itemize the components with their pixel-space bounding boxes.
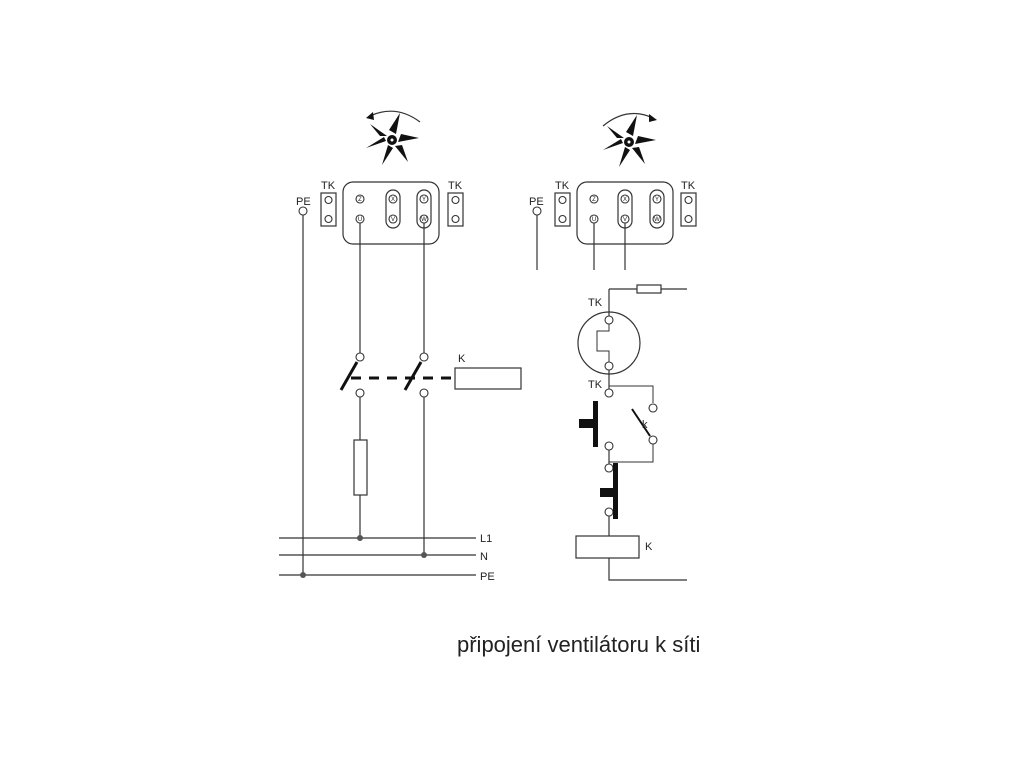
right-contactor-coil [575,535,640,559]
left-fan-icon [366,110,421,165]
right-contactor-label: K [645,541,653,553]
supply-rails: L1 N PE [279,533,495,583]
svg-text:Y: Y [655,197,659,203]
left-pe-label: PE [296,196,311,208]
right-tk-bottom-label: TK [588,379,603,391]
right-motor-thermal-circle [577,311,641,375]
right-start-button-group: k [579,385,658,463]
right-tk-block-b: TK [680,180,697,227]
left-fuse [353,439,368,496]
right-tk-block-a: TK [554,180,571,227]
rail-pe-label: PE [480,571,495,583]
right-aux-contact-label: k [642,419,648,431]
right-pe-terminal [532,206,542,216]
left-tk-block-b: TK [447,180,464,227]
svg-text:V: V [391,217,395,223]
right-tk-label-a: TK [555,180,570,192]
left-tk-label-b: TK [448,180,463,192]
right-pe-label: PE [529,196,544,208]
diagram-caption: připojení ventilátoru k síti [457,632,701,657]
right-tk-label-b: TK [681,180,696,192]
svg-text:W: W [654,217,660,223]
left-tk-block-a: TK [320,180,337,227]
svg-text:X: X [391,197,395,203]
svg-text:Z: Z [592,197,596,203]
svg-text:U: U [358,217,362,223]
svg-text:W: W [421,217,427,223]
right-motor-terminal-box: Z U X V Y W [576,181,674,245]
left-tk-label-a: TK [321,180,336,192]
left-contactor-coil [454,367,522,390]
rail-n-label: N [480,551,488,563]
left-contactor-label: K [458,353,466,365]
right-stop-button-group [600,463,618,519]
svg-text:U: U [592,217,596,223]
left-contactor-contacts [339,352,455,398]
right-tk-top-label: TK [588,297,603,309]
left-pe-terminal [298,206,308,216]
svg-text:X: X [623,197,627,203]
right-control-fuse [636,284,662,294]
left-motor-terminal-box: Z U X V Y W [342,181,440,245]
right-fan-icon [602,112,657,167]
svg-text:V: V [623,217,627,223]
rail-l1-label: L1 [480,533,492,545]
svg-text:Z: Z [358,197,362,203]
svg-text:Y: Y [422,197,426,203]
